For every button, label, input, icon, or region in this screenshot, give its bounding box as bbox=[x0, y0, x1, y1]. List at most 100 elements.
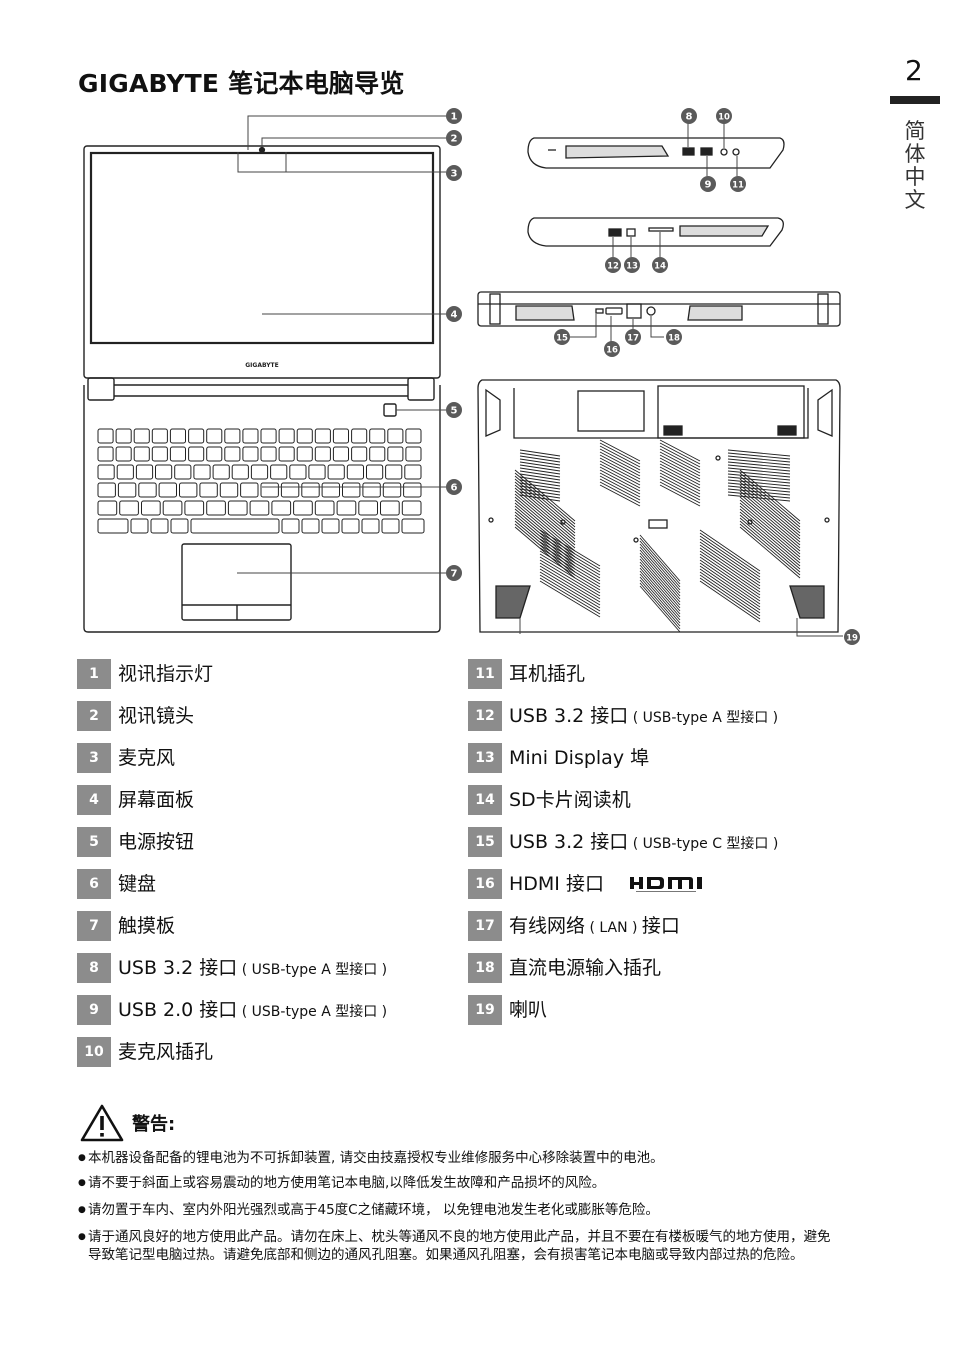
keyboard-key bbox=[212, 464, 230, 480]
legend-number: 6 bbox=[77, 869, 111, 899]
legend-number: 13 bbox=[468, 743, 502, 773]
keyboard-key bbox=[224, 428, 241, 444]
keyboard-key bbox=[296, 446, 313, 462]
vent-slot bbox=[519, 479, 561, 487]
keyboard-key bbox=[382, 482, 402, 498]
vent-slot bbox=[727, 458, 791, 466]
vent-slot bbox=[539, 556, 601, 594]
legend-label: Mini Display 埠 bbox=[509, 747, 650, 769]
callout-badge-6: 6 bbox=[446, 479, 462, 495]
note-text: 请勿置于车内、室内外阳光强烈或高于45度C之储藏环境， 以免锂电池发生老化或膨胀… bbox=[88, 1202, 659, 1218]
keyboard-key bbox=[150, 518, 169, 534]
keyboard-key bbox=[206, 428, 223, 444]
legend-label: 视讯指示灯 bbox=[118, 663, 214, 685]
legend-number: 12 bbox=[468, 701, 502, 731]
keyboard-key bbox=[130, 518, 149, 534]
laptop-illustration: GIGABYTE bbox=[83, 108, 860, 645]
bullet: ● bbox=[78, 1178, 86, 1188]
vent-slot bbox=[599, 439, 641, 462]
vent-slot bbox=[639, 576, 681, 624]
vent-slot bbox=[514, 496, 576, 549]
vent-slot bbox=[599, 466, 641, 489]
vent-slot bbox=[727, 464, 791, 472]
legend-label: 有线网络 ( LAN ) 接口 bbox=[509, 915, 680, 937]
keyboard-key bbox=[169, 446, 186, 462]
vent-slot bbox=[599, 457, 641, 480]
vent-slot bbox=[599, 484, 641, 507]
vent-slot bbox=[539, 571, 601, 609]
legend-number: 4 bbox=[77, 785, 111, 815]
keyboard-key bbox=[249, 500, 270, 516]
vent-slot bbox=[639, 567, 681, 615]
keyboard-key bbox=[278, 446, 295, 462]
keyboard-key bbox=[314, 500, 335, 516]
vent-slot bbox=[739, 523, 801, 576]
vent-slot bbox=[699, 538, 761, 581]
vent-slot bbox=[727, 473, 791, 481]
keyboard-key bbox=[97, 464, 115, 480]
keyboard-key bbox=[231, 464, 249, 480]
callout-badge-7: 7 bbox=[446, 565, 462, 581]
keyboard-key bbox=[366, 464, 384, 480]
bottom-vents bbox=[514, 439, 801, 633]
keyboard-key bbox=[141, 500, 161, 516]
legend-number: 19 bbox=[468, 995, 502, 1025]
vent-slot bbox=[514, 490, 576, 543]
keyboard-key bbox=[332, 428, 349, 444]
vent-slot bbox=[539, 553, 601, 591]
vent-slot bbox=[739, 499, 801, 552]
vent-slot bbox=[519, 491, 561, 499]
svg-text:5: 5 bbox=[451, 406, 458, 417]
legend-number: 1 bbox=[77, 659, 111, 689]
legend-number: 16 bbox=[468, 869, 502, 899]
legend-number: 10 bbox=[77, 1037, 111, 1067]
vent-slot bbox=[739, 475, 801, 528]
vent-slot bbox=[739, 493, 801, 546]
vent-slot bbox=[519, 482, 561, 490]
keyboard-key bbox=[115, 428, 132, 444]
keyboard-key bbox=[405, 446, 422, 462]
vent-slot bbox=[599, 454, 641, 477]
callout-badge-1: 1 bbox=[446, 108, 462, 124]
vent-slot bbox=[699, 541, 761, 584]
screen-logo: GIGABYTE bbox=[245, 362, 279, 369]
vent-slot bbox=[539, 565, 601, 603]
keyboard-key bbox=[184, 500, 205, 516]
vent-slot bbox=[739, 469, 801, 522]
vent-slot bbox=[659, 463, 701, 486]
keyboard-key bbox=[155, 464, 173, 480]
svg-text:3: 3 bbox=[451, 169, 458, 180]
vent-slot bbox=[699, 547, 761, 590]
vent-slot bbox=[599, 463, 641, 486]
keyboard-key bbox=[342, 482, 361, 498]
warning-icon bbox=[80, 1104, 124, 1142]
vent-slot bbox=[514, 487, 576, 540]
vent-slot bbox=[659, 442, 701, 465]
callout-badge-11: 11 bbox=[730, 176, 746, 192]
vent-slot bbox=[639, 543, 681, 591]
page-number: 2 bbox=[905, 54, 923, 87]
keyboard-key bbox=[381, 518, 400, 534]
vent-slot bbox=[519, 494, 561, 502]
callout-badge-13: 13 bbox=[624, 257, 640, 273]
svg-text:16: 16 bbox=[606, 346, 618, 356]
vent-slot bbox=[539, 574, 601, 612]
vent-slot bbox=[514, 526, 576, 579]
vent-slot bbox=[514, 511, 576, 564]
vent-slot bbox=[514, 484, 576, 537]
vent-slot bbox=[727, 470, 791, 478]
vent-slot bbox=[659, 472, 701, 495]
vent-slot bbox=[659, 439, 701, 462]
legend-number: 3 bbox=[77, 743, 111, 773]
keyboard-key bbox=[119, 500, 139, 516]
hdmi-logo: HDMI bbox=[630, 877, 716, 897]
vent-slot bbox=[699, 571, 761, 614]
keyboard-key bbox=[199, 482, 218, 498]
keyboard-key bbox=[206, 500, 226, 516]
legend-label: SD卡片阅读机 bbox=[509, 789, 631, 811]
laptop-front-view: GIGABYTE bbox=[83, 145, 441, 633]
legend-label: USB 3.2 接口 ( USB-type A 型接口 ) bbox=[509, 705, 779, 727]
vent-slot bbox=[514, 505, 576, 558]
vent-slot bbox=[659, 466, 701, 489]
vent-slot bbox=[519, 470, 561, 478]
